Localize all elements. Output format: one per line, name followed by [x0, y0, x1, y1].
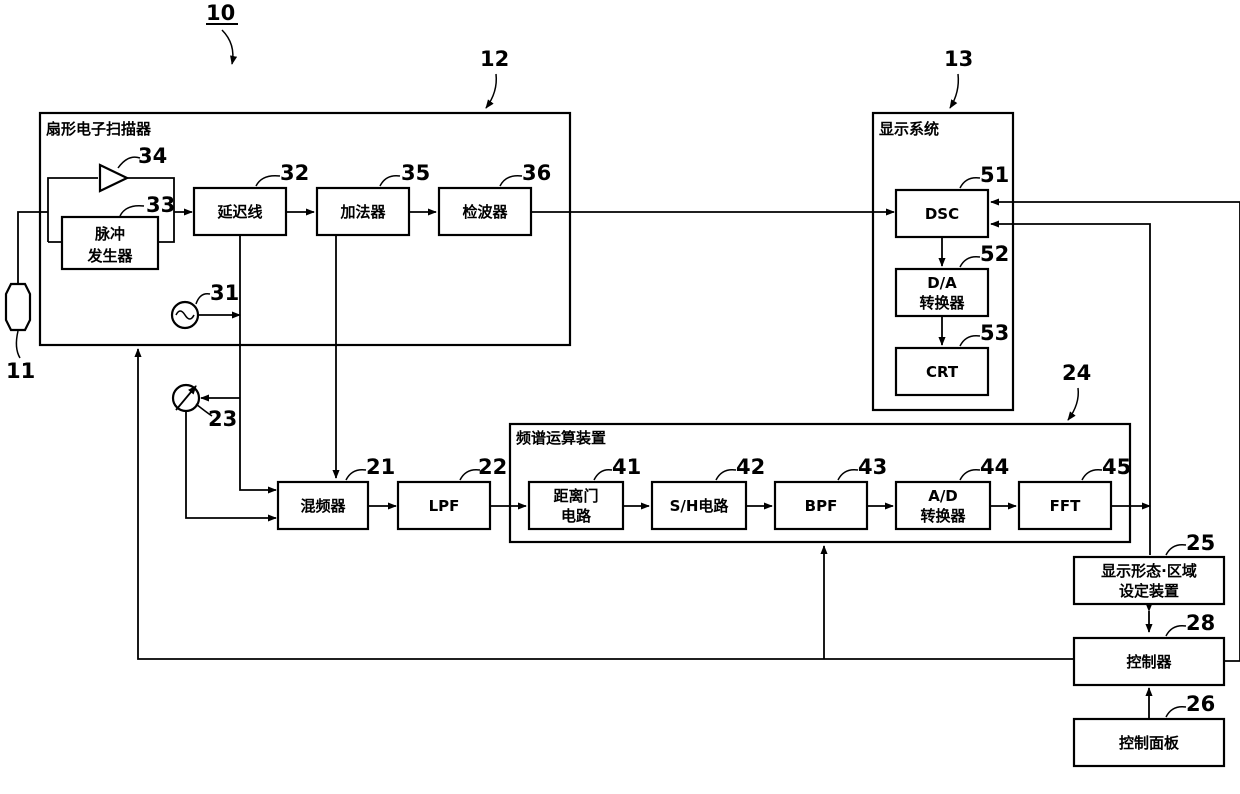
ref-41-leader: [594, 470, 612, 480]
ref-41: 41: [612, 455, 641, 479]
ad-converter-label-1: A/D: [928, 487, 958, 505]
ref-33: 33: [146, 193, 175, 217]
ref-53: 53: [980, 321, 1009, 345]
ref-32-leader: [256, 176, 280, 186]
mixer-label: 混频器: [300, 497, 346, 515]
control-panel-label: 控制面板: [1119, 734, 1180, 752]
lpf-label: LPF: [429, 497, 460, 515]
ref-36-leader: [500, 176, 522, 186]
ref-44-leader: [960, 470, 980, 480]
ref-31-leader: [196, 294, 210, 304]
ref-45: 45: [1102, 455, 1131, 479]
ref-35-leader: [380, 176, 400, 186]
ref-24: 24: [1062, 361, 1091, 385]
range-gate-label-2: 电路: [561, 507, 592, 525]
ref-33-leader: [120, 206, 144, 216]
ref-26: 26: [1186, 692, 1215, 716]
ref-42: 42: [736, 455, 765, 479]
ref-52-leader: [960, 257, 980, 267]
range-gate-label-1: 距离门: [553, 487, 598, 505]
figure-number-arrow: [222, 30, 233, 64]
ref-52: 52: [980, 242, 1009, 266]
display-system-title: 显示系统: [879, 120, 939, 138]
detector-label: 检波器: [462, 203, 508, 221]
ref-12-leader: [486, 74, 496, 108]
ref-31: 31: [210, 281, 239, 305]
sector-scanner-title: 扇形电子扫描器: [46, 120, 152, 138]
amplifier-triangle: [100, 165, 127, 191]
delay-line-label: 延迟线: [216, 203, 262, 221]
ref-26-leader: [1166, 707, 1186, 717]
ref-36: 36: [522, 161, 551, 185]
ref-22: 22: [478, 455, 507, 479]
ref-12: 12: [480, 47, 509, 71]
ref-43: 43: [858, 455, 887, 479]
ref-51: 51: [980, 163, 1009, 187]
ref-28: 28: [1186, 611, 1215, 635]
sample-hold-label: S/H电路: [670, 497, 730, 515]
ref-53-leader: [960, 336, 980, 346]
ref-21-leader: [346, 470, 366, 480]
pulse-generator-label-2: 发生器: [86, 247, 133, 265]
dsc-label: DSC: [925, 205, 959, 223]
ref-25: 25: [1186, 531, 1215, 555]
ref-22-leader: [460, 470, 480, 480]
da-converter-label-2: 转换器: [919, 294, 965, 312]
ref-21: 21: [366, 455, 395, 479]
figure-number: 10: [206, 1, 235, 25]
ref-43-leader: [838, 470, 858, 480]
ref-34-leader: [118, 157, 140, 168]
ref-32: 32: [280, 161, 309, 185]
spectrum-unit-title: 频谱运算装置: [516, 429, 606, 447]
da-converter-label-1: D/A: [927, 274, 957, 292]
pulse-generator-label-1: 脉冲: [94, 225, 125, 243]
controller-label: 控制器: [1126, 653, 1172, 671]
ref-42-leader: [716, 470, 736, 480]
ref-25-leader: [1166, 545, 1186, 555]
ad-converter-label-2: 转换器: [920, 507, 966, 525]
display-setting-label-2: 设定装置: [1119, 582, 1179, 600]
ref-13-leader: [950, 74, 958, 108]
fft-label: FFT: [1050, 497, 1081, 515]
bpf-label: BPF: [805, 497, 838, 515]
crt-label: CRT: [926, 363, 959, 381]
ref-35: 35: [401, 161, 430, 185]
ref-23: 23: [208, 407, 237, 431]
ref-13: 13: [944, 47, 973, 71]
ref-11-leader: [16, 331, 20, 358]
probe-transducer: [6, 284, 30, 330]
ref-28-leader: [1166, 626, 1186, 636]
ref-24-leader: [1068, 388, 1078, 420]
probe-line: [18, 212, 40, 283]
adder-label: 加法器: [339, 203, 386, 221]
display-setting-label-1: 显示形态·区域: [1101, 562, 1197, 580]
ref-44: 44: [980, 455, 1009, 479]
ref-34: 34: [138, 144, 167, 168]
delay-down-line: [240, 235, 276, 490]
ref-51-leader: [960, 178, 980, 188]
ref-11: 11: [6, 359, 35, 383]
ref-45-leader: [1082, 470, 1102, 480]
